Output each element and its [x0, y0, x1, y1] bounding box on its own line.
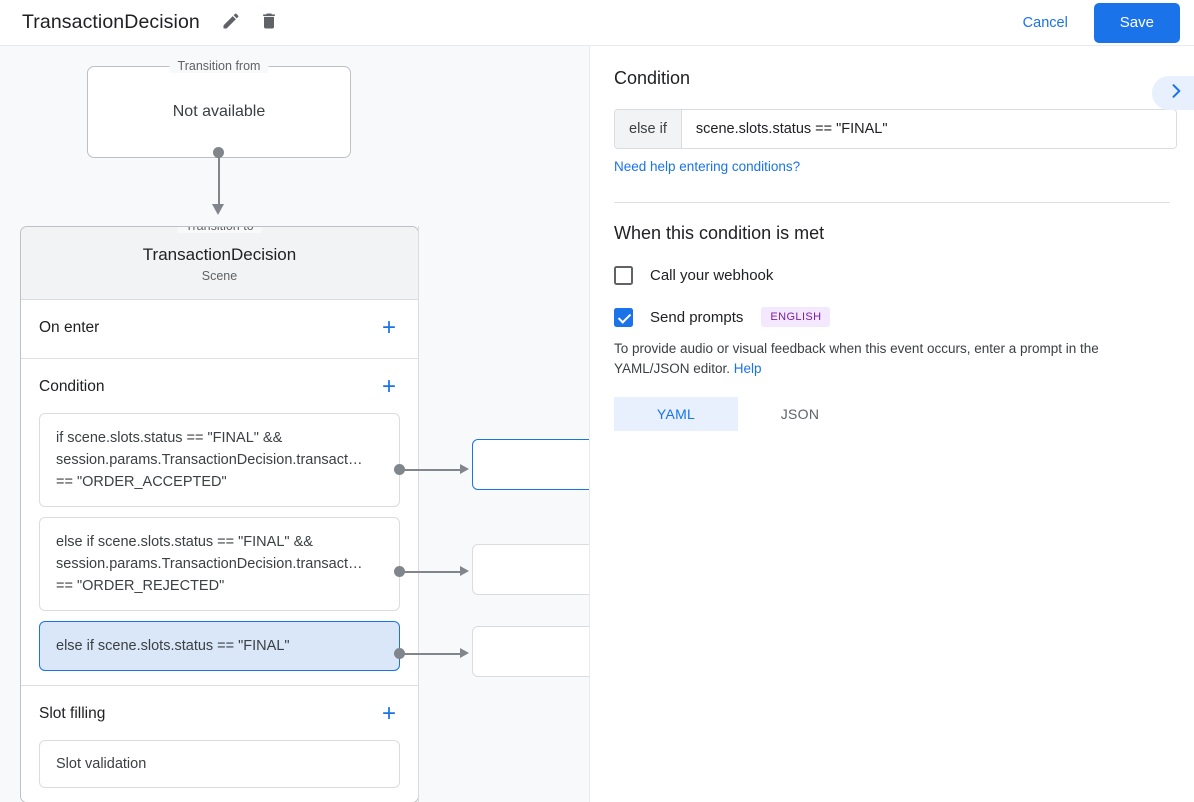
- page-title: TransactionDecision: [22, 11, 200, 33]
- condition-connector-dot-3: [394, 648, 405, 659]
- condition-connector-line-2: [399, 571, 461, 573]
- pencil-icon: [221, 11, 241, 34]
- tab-yaml[interactable]: YAML: [614, 397, 738, 431]
- section-title-slot-filling: Slot filling: [39, 705, 106, 722]
- condition-help-link[interactable]: Need help entering conditions?: [614, 159, 801, 174]
- section-title-condition: Condition: [39, 378, 105, 395]
- condition-connector-arrow-1: [460, 464, 469, 474]
- add-on-enter-button[interactable]: +: [378, 316, 400, 340]
- condition-detail-heading: Condition: [614, 68, 691, 88]
- transition-target-box-1[interactable]: [472, 439, 589, 490]
- main-content: Transition from Not available Transition…: [0, 46, 1194, 802]
- transition-target-box-2[interactable]: [472, 544, 589, 595]
- section-header-slot-filling: Slot filling +: [39, 698, 400, 730]
- add-condition-button[interactable]: +: [378, 375, 400, 399]
- condition-connector-dot-2: [394, 566, 405, 577]
- send-prompts-row[interactable]: Send prompts ENGLISH: [614, 307, 1170, 327]
- prompts-description: To provide audio or visual feedback when…: [614, 339, 1174, 379]
- app-header: TransactionDecision Cancel Save: [0, 0, 1194, 46]
- when-condition-met-section: When this condition is met Call your web…: [590, 203, 1194, 431]
- scene-card-header: TransactionDecision Scene: [21, 227, 418, 300]
- collapse-panel-button[interactable]: [1152, 76, 1194, 110]
- section-condition: Condition + if scene.slots.status == "FI…: [21, 359, 418, 686]
- prompts-help-link[interactable]: Help: [733, 361, 762, 376]
- condition-expression-input[interactable]: [681, 110, 1176, 148]
- chevron-right-icon: [1166, 81, 1186, 106]
- condition-prefix-label: else if: [615, 110, 682, 148]
- condition-connector-line-3: [399, 653, 461, 655]
- transition-from-legend: Transition from: [169, 59, 269, 73]
- condition-connector-arrow-2: [460, 566, 469, 576]
- condition-list-item-2[interactable]: else if scene.slots.status == "FINAL" &&…: [39, 517, 400, 611]
- transition-target-box-3[interactable]: [472, 626, 589, 677]
- condition-list-item-3[interactable]: else if scene.slots.status == "FINAL": [39, 621, 400, 671]
- section-slot-filling: Slot filling + Slot validation: [21, 686, 418, 802]
- condition-connector-arrow-3: [460, 648, 469, 658]
- scene-name: TransactionDecision: [142, 245, 297, 264]
- call-webhook-row[interactable]: Call your webhook: [614, 266, 1170, 285]
- scene-card: Transition to TransactionDecision Scene …: [20, 226, 419, 802]
- condition-input-row: else if: [614, 109, 1177, 149]
- send-prompts-checkbox[interactable]: [614, 307, 633, 327]
- transition-to-legend: Transition to: [177, 227, 262, 233]
- section-title-on-enter: On enter: [39, 319, 100, 336]
- call-webhook-label: Call your webhook: [650, 267, 774, 284]
- tab-json[interactable]: JSON: [780, 406, 820, 422]
- save-button[interactable]: Save: [1093, 2, 1180, 43]
- edit-title-button[interactable]: [218, 10, 244, 36]
- condition-connector-dot-1: [394, 464, 405, 475]
- section-header-condition: Condition +: [39, 371, 400, 403]
- section-divider: [614, 202, 1170, 203]
- condition-connector-line-1: [399, 469, 461, 471]
- scene-type: Scene: [201, 269, 238, 283]
- editor-format-tabs: YAML JSON: [614, 397, 1170, 431]
- add-slot-filling-button[interactable]: +: [378, 702, 400, 726]
- slot-validation-item[interactable]: Slot validation: [39, 740, 400, 788]
- call-webhook-checkbox[interactable]: [614, 266, 633, 285]
- condition-detail-panel: Condition else if Need help entering con…: [589, 46, 1194, 802]
- when-condition-met-heading: When this condition is met: [614, 223, 825, 243]
- delete-button[interactable]: [256, 10, 282, 36]
- graph-vertical-rail: [418, 226, 420, 802]
- section-on-enter: On enter +: [21, 300, 418, 359]
- transition-edge-arrow: [212, 204, 224, 215]
- section-header-on-enter: On enter +: [39, 312, 400, 344]
- transition-from-value: Not available: [172, 103, 266, 120]
- transition-edge-line: [218, 152, 220, 209]
- condition-detail-top: Condition else if Need help entering con…: [590, 46, 1194, 203]
- send-prompts-label: Send prompts: [650, 308, 744, 326]
- condition-list-item-1[interactable]: if scene.slots.status == "FINAL" && sess…: [39, 413, 400, 507]
- transition-from-card: Transition from Not available: [87, 59, 351, 158]
- cancel-button[interactable]: Cancel: [1009, 7, 1082, 39]
- language-badge: ENGLISH: [761, 307, 831, 327]
- prompts-description-text: To provide audio or visual feedback when…: [614, 341, 1099, 376]
- scene-graph-panel: Transition from Not available Transition…: [0, 46, 589, 802]
- trash-icon: [259, 11, 279, 34]
